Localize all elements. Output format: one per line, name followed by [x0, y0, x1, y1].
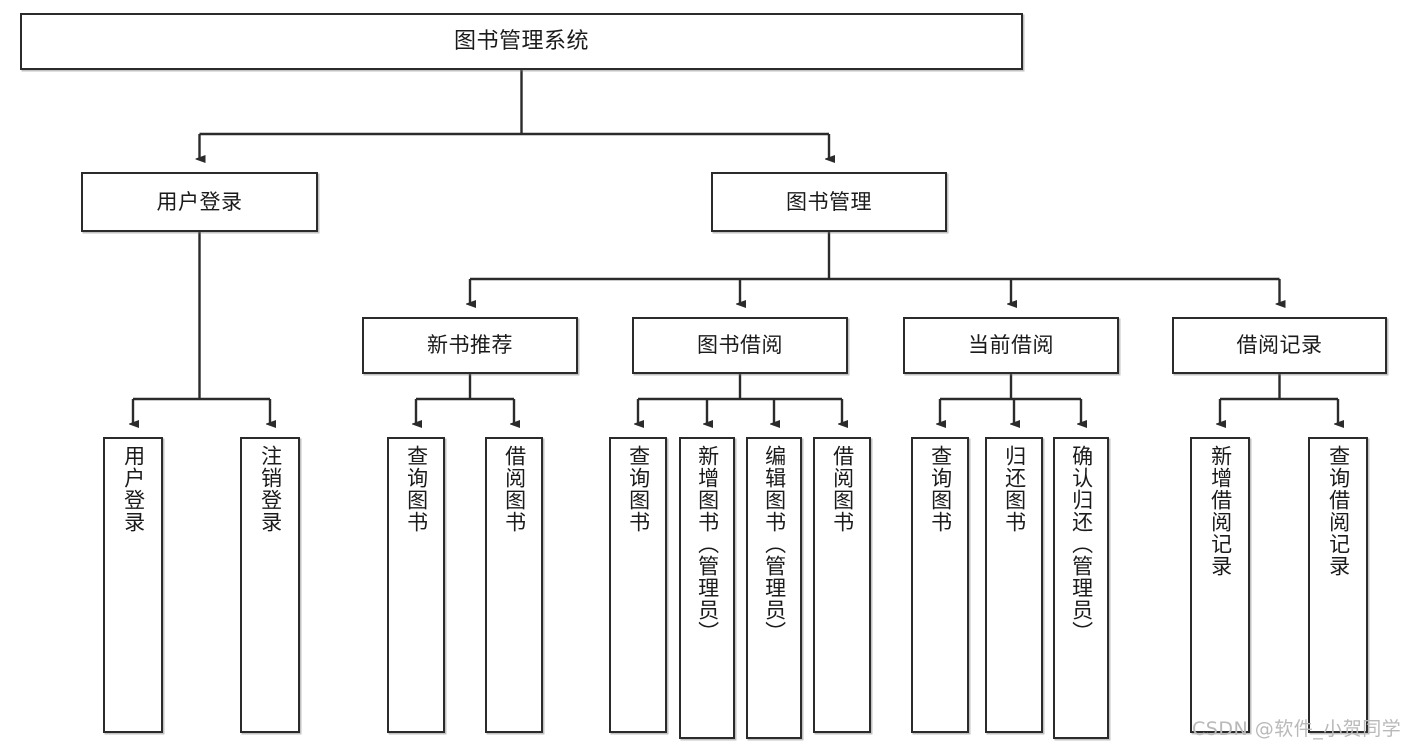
node-leaf-add-record[interactable]: 新增借阅记录	[1190, 437, 1250, 733]
node-leaf-borrow-book-1-label: 借阅图书	[502, 445, 527, 533]
node-leaf-borrow-book-2-label: 借阅图书	[830, 445, 855, 533]
node-leaf-edit-book-label: 编辑图书（管理员）	[762, 445, 787, 643]
node-root-label: 图书管理系统	[453, 28, 589, 54]
node-leaf-edit-book[interactable]: 编辑图书（管理员）	[746, 437, 802, 739]
node-leaf-confirm-return-label: 确认归还（管理员）	[1069, 445, 1094, 643]
node-user-login-label: 用户登录	[156, 189, 243, 214]
node-leaf-add-book[interactable]: 新增图书（管理员）	[679, 437, 735, 739]
node-root[interactable]: 图书管理系统	[20, 13, 1023, 70]
node-leaf-borrow-book-1[interactable]: 借阅图书	[485, 437, 543, 733]
node-new-book-recommend-label: 新书推荐	[427, 333, 513, 358]
node-book-borrow[interactable]: 图书借阅	[632, 317, 848, 374]
node-leaf-query-book-1-label: 查询图书	[404, 445, 429, 533]
node-book-borrow-label: 图书借阅	[697, 333, 783, 358]
node-leaf-return-book[interactable]: 归还图书	[985, 437, 1043, 733]
node-leaf-query-record-label: 查询借阅记录	[1326, 445, 1351, 577]
node-book-manage-label: 图书管理	[786, 189, 872, 214]
node-leaf-user-login-label: 用户登录	[121, 445, 146, 533]
node-leaf-logout-label: 注销登录	[258, 445, 283, 533]
node-new-book-recommend[interactable]: 新书推荐	[362, 317, 578, 374]
node-leaf-logout[interactable]: 注销登录	[240, 437, 300, 733]
csdn-watermark: CSDN @软件_小贺同学	[1192, 718, 1402, 740]
node-leaf-add-record-label: 新增借阅记录	[1208, 445, 1233, 577]
node-user-login[interactable]: 用户登录	[81, 172, 318, 232]
node-borrow-record-label: 借阅记录	[1236, 333, 1323, 358]
node-current-borrow[interactable]: 当前借阅	[903, 317, 1119, 374]
node-leaf-query-record[interactable]: 查询借阅记录	[1308, 437, 1368, 733]
node-leaf-query-book-2[interactable]: 查询图书	[609, 437, 667, 733]
node-leaf-query-book-2-label: 查询图书	[626, 445, 651, 533]
node-leaf-borrow-book-2[interactable]: 借阅图书	[813, 437, 871, 733]
node-leaf-return-book-label: 归还图书	[1002, 445, 1027, 533]
node-current-borrow-label: 当前借阅	[968, 333, 1054, 358]
node-leaf-user-login[interactable]: 用户登录	[103, 437, 163, 733]
node-leaf-add-book-label: 新增图书（管理员）	[695, 445, 720, 643]
node-borrow-record[interactable]: 借阅记录	[1172, 317, 1387, 374]
node-leaf-query-book-1[interactable]: 查询图书	[387, 437, 445, 733]
node-leaf-query-book-3[interactable]: 查询图书	[911, 437, 969, 733]
node-leaf-query-book-3-label: 查询图书	[928, 445, 953, 533]
node-book-manage[interactable]: 图书管理	[711, 172, 947, 232]
node-leaf-confirm-return[interactable]: 确认归还（管理员）	[1053, 437, 1109, 739]
